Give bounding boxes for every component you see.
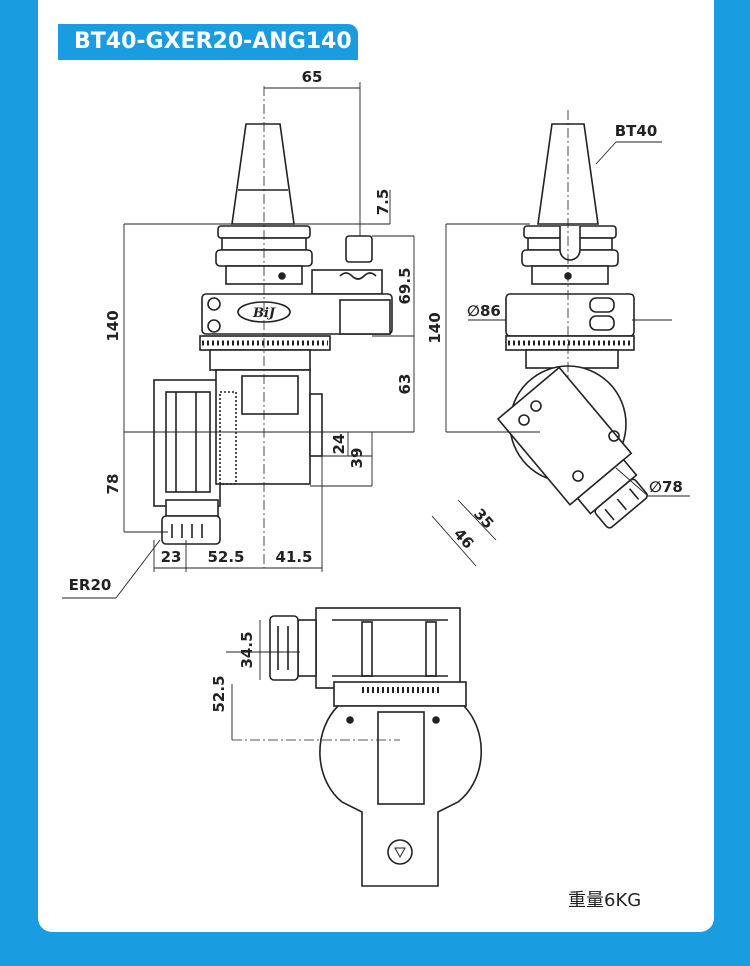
front-view: BiJ	[62, 82, 415, 599]
dim-63: 63	[396, 374, 414, 395]
dim-phi78: ∅78	[649, 478, 683, 496]
dim-52-5-bottom: 52.5	[210, 675, 228, 712]
bottom-view	[226, 607, 483, 887]
dim-69-5: 69.5	[396, 267, 414, 304]
dim-23: 23	[161, 548, 182, 566]
dim-140-right: 140	[426, 312, 444, 343]
dim-65: 65	[302, 68, 323, 86]
dim-24: 24	[330, 434, 348, 455]
dim-35: 35	[470, 505, 497, 533]
dim-41-5: 41.5	[275, 548, 312, 566]
dim-39: 39	[348, 448, 366, 469]
product-title: BT40-GXER20-ANG140	[58, 24, 358, 60]
dim-34-5: 34.5	[238, 631, 256, 668]
weight-label: 重量6KG	[568, 890, 642, 911]
side-view	[431, 110, 690, 567]
dim-78: 78	[104, 474, 122, 495]
dim-52-5: 52.5	[207, 548, 244, 566]
label-er20: ER20	[69, 576, 112, 594]
dim-140-left: 140	[104, 310, 122, 341]
label-bt40: BT40	[615, 122, 658, 140]
brand-logo: BiJ	[252, 306, 276, 321]
dim-phi86: ∅86	[467, 302, 501, 320]
dim-46: 46	[450, 525, 477, 553]
dim-7-5: 7.5	[374, 189, 392, 216]
